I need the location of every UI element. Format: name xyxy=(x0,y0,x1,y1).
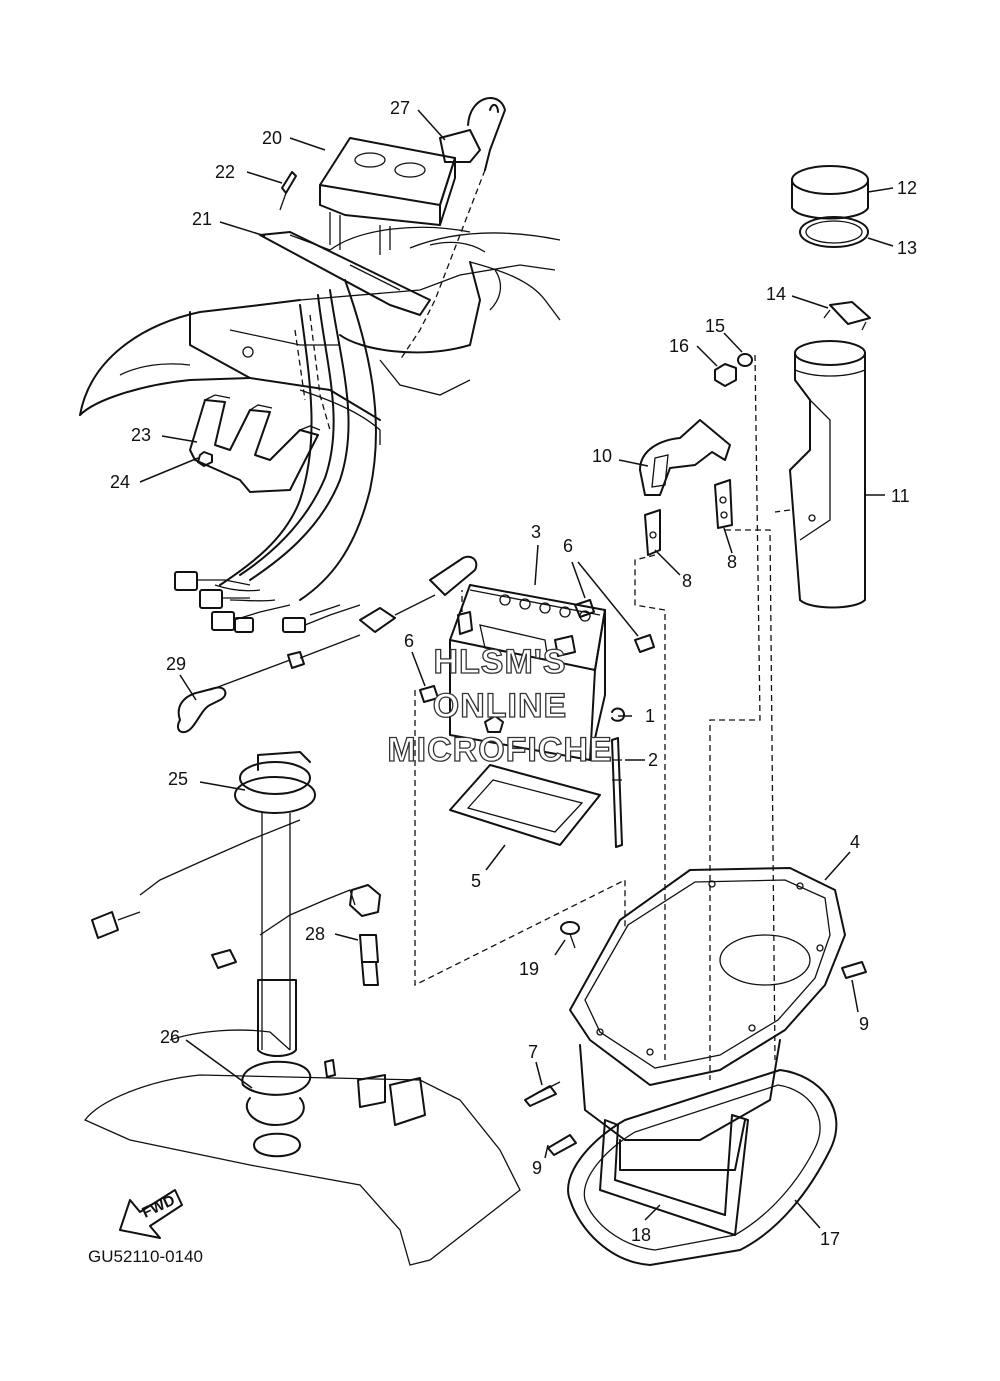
bracket-23 xyxy=(189,394,321,493)
callout-23: 23 xyxy=(131,425,151,445)
tube-11 xyxy=(789,340,866,609)
callout-9b: 9 xyxy=(532,1158,542,1178)
box-4 xyxy=(569,867,846,1171)
callout-22: 22 xyxy=(215,162,235,182)
bracket-14 xyxy=(823,301,871,331)
rivet-9 xyxy=(547,961,867,1156)
callout-13: 13 xyxy=(897,238,917,258)
callout-6b: 6 xyxy=(404,631,414,651)
fwd-arrow: FWD xyxy=(119,1189,183,1239)
callout-9a: 9 xyxy=(859,1014,869,1034)
callout-26: 26 xyxy=(160,1027,180,1047)
callout-19: 19 xyxy=(519,959,539,979)
callout-12: 12 xyxy=(897,178,917,198)
callout-6a: 6 xyxy=(563,536,573,556)
meter-unit-20 xyxy=(259,137,456,316)
screw-19 xyxy=(560,921,580,949)
rail-18 xyxy=(599,1114,749,1236)
cap-27 xyxy=(399,97,506,361)
callout-8a: 8 xyxy=(682,571,692,591)
watermark-line-2: ONLINE xyxy=(433,687,567,725)
callout-8b: 8 xyxy=(727,552,737,572)
bracket-8 xyxy=(644,479,733,556)
callout-16: 16 xyxy=(669,336,689,356)
cap-12 xyxy=(791,165,869,220)
callout-18: 18 xyxy=(631,1225,651,1245)
battery-3 xyxy=(449,584,606,761)
fuel-tank-area xyxy=(83,1029,521,1266)
callout-25: 25 xyxy=(168,769,188,789)
callout-4: 4 xyxy=(850,832,860,852)
breather-28 xyxy=(211,884,381,986)
holder-10 xyxy=(639,419,731,496)
battery-cable-29 xyxy=(176,555,478,734)
fwd-label: FWD xyxy=(140,1192,178,1222)
wiring-harness xyxy=(174,279,377,633)
callout-7: 7 xyxy=(528,1042,538,1062)
spacer-6 xyxy=(419,599,655,703)
callout-15: 15 xyxy=(705,316,725,336)
watermark-line-1: HLSM'S xyxy=(433,643,566,681)
washer-15 xyxy=(737,353,753,367)
callout-20: 20 xyxy=(262,128,282,148)
callout-11: 11 xyxy=(891,486,910,506)
fuel-sender-25 xyxy=(91,751,316,1057)
callout-2: 2 xyxy=(648,750,658,770)
rivet-7 xyxy=(524,1081,561,1107)
callout-29: 29 xyxy=(166,654,186,674)
leader-lines xyxy=(139,109,894,1229)
diagram-code: GU52110-0140 xyxy=(88,1247,203,1266)
callout-24: 24 xyxy=(110,472,130,492)
upper-deck-outline xyxy=(79,226,561,445)
watermark: HLSM'S ONLINE MICROFICHE xyxy=(387,642,613,769)
callout-10: 10 xyxy=(592,446,612,466)
rod-2 xyxy=(611,707,626,848)
callout-28: 28 xyxy=(305,924,325,944)
assembly-lines xyxy=(414,354,791,1080)
pad-5 xyxy=(449,764,601,846)
callout-14: 14 xyxy=(766,284,786,304)
callout-1: 1 xyxy=(645,706,655,726)
callout-21: 21 xyxy=(192,209,212,229)
watermark-line-3: MICROFICHE xyxy=(387,731,612,769)
ring-13 xyxy=(799,216,869,248)
callout-5: 5 xyxy=(471,871,481,891)
pad-17 xyxy=(567,1069,838,1266)
callout-labels: 1 2 3 4 5 6 6 7 8 8 9 9 10 11 12 13 14 1… xyxy=(110,98,917,1249)
callout-27: 27 xyxy=(390,98,410,118)
callout-3: 3 xyxy=(531,522,541,542)
callout-17: 17 xyxy=(820,1229,840,1249)
nut-16 xyxy=(714,363,737,387)
